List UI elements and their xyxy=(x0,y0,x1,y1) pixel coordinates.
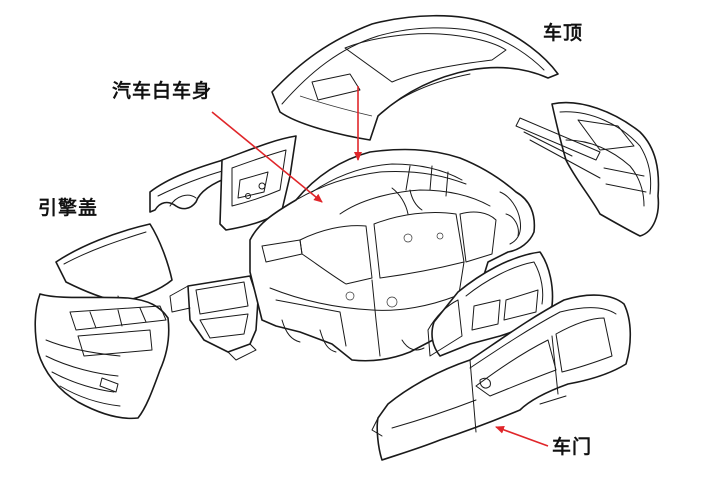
body-in-white-label: 汽车白车身 xyxy=(112,80,213,102)
liftgate-panel xyxy=(515,101,660,237)
front-fender-panel xyxy=(149,157,233,213)
hood-panel xyxy=(55,223,173,303)
door-arrow xyxy=(495,425,549,447)
hood-label: 引擎盖 xyxy=(38,197,99,219)
roof-panel xyxy=(271,14,559,141)
radiator-support-panel xyxy=(169,275,259,361)
body-in-white-arrow xyxy=(211,111,323,203)
body-side-door-panel xyxy=(371,294,632,461)
roof-label: 车顶 xyxy=(543,22,584,44)
door-label: 车门 xyxy=(552,436,593,458)
front-bumper-panel xyxy=(34,293,170,420)
front-door-panel-left xyxy=(219,135,297,231)
